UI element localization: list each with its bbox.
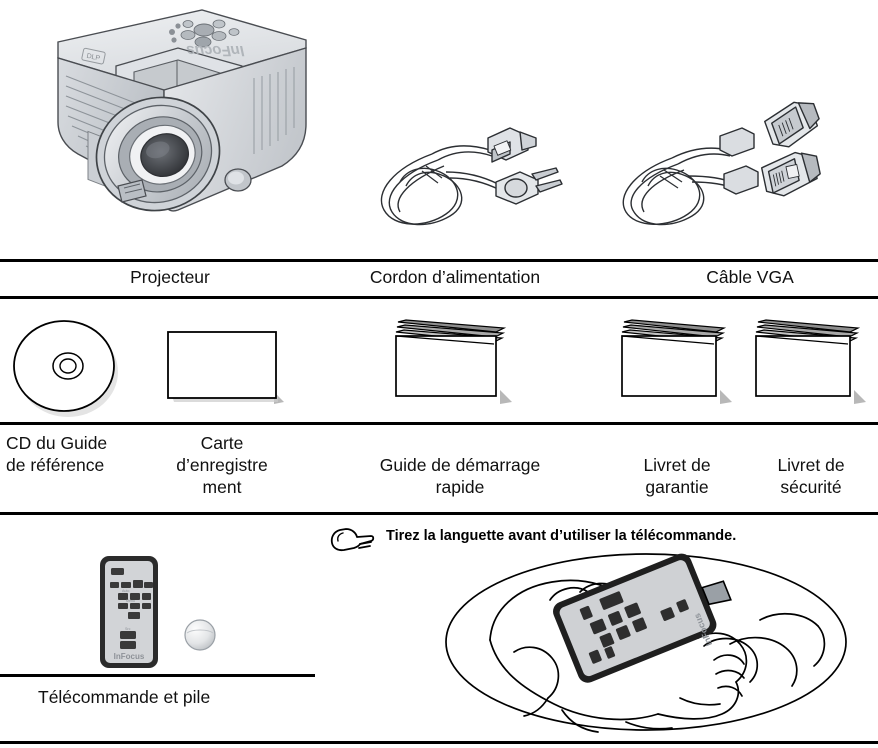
label-warranty-booklet: Livret de garantie [612, 454, 742, 498]
label-line-2: d’enregistre [176, 455, 268, 475]
remote-brand-mark: InFocus [114, 652, 145, 661]
svg-text:Menu: Menu [126, 599, 135, 603]
cd-disc-illustration [12, 308, 134, 420]
label-remote-and-battery: Télécommande et pile [38, 687, 211, 707]
label-line-3: ment [202, 477, 242, 497]
label-safety-booklet: Livret de sécurité [746, 454, 876, 498]
label-reference-guide-cd: CD du Guide de référence [6, 432, 156, 476]
svg-text:InFocus: InFocus [185, 42, 246, 59]
divider-bottom [0, 741, 878, 744]
divider-row1-bottom [0, 296, 878, 299]
divider-row2-top [0, 422, 878, 425]
pointing-hand-icon [330, 524, 376, 554]
label-power-cord: Cordon d’alimentation [369, 267, 541, 287]
booklet-illustration-quickstart [392, 318, 520, 414]
booklet-illustration-warranty [618, 318, 738, 414]
divider-row2-bottom [0, 512, 878, 515]
label-line-2: de référence [6, 455, 105, 475]
label-line-1: Livret de [643, 455, 711, 475]
projector-control-panel [169, 19, 240, 48]
label-line-1: Carte [200, 433, 244, 453]
divider-row1-top [0, 259, 878, 262]
card-illustration [160, 326, 288, 412]
label-line-1: CD du Guide [6, 433, 108, 453]
svg-text:Src: Src [125, 627, 131, 631]
label-line-1: Guide de démarrage [379, 455, 541, 475]
hand-pulling-tab-illustration: InFocus [430, 548, 870, 738]
label-quick-start-guide: Guide de démarrage rapide [330, 454, 590, 498]
label-line-2: garantie [645, 477, 709, 497]
label-vga-cable: Câble VGA [706, 267, 794, 287]
projector-illustration: DLP InFocus [6, 4, 336, 254]
svg-text:Auto: Auto [122, 589, 129, 593]
vga-cable-illustration [612, 101, 832, 243]
battery-illustration [182, 617, 218, 653]
label-line-2: sécurité [780, 477, 842, 497]
label-line-2: rapide [435, 477, 485, 497]
label-projecteur: Projecteur [130, 267, 210, 287]
label-line-1: Livret de [777, 455, 845, 475]
label-registration-card: Carte d’enregistre ment [152, 432, 292, 498]
remote-tab-note-text: Tirez la languette avant d’utiliser la t… [386, 528, 737, 544]
divider-remote [0, 674, 315, 677]
booklet-illustration-safety [752, 318, 872, 414]
power-cord-illustration [370, 110, 570, 240]
svg-text:DLP: DLP [86, 53, 101, 63]
